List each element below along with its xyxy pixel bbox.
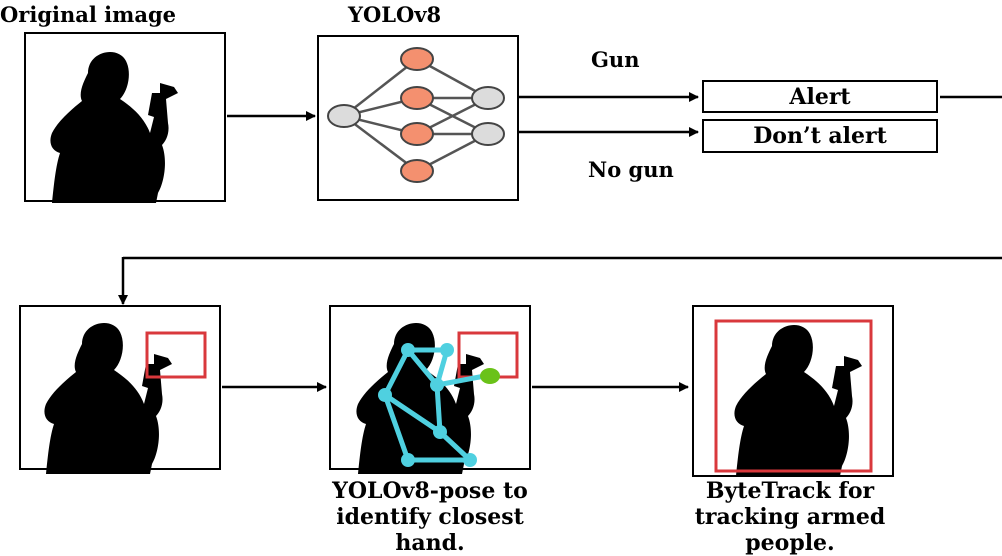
gun-label: Gun: [591, 47, 640, 72]
bytetrack-caption-line-2: tracking armed: [694, 504, 886, 530]
tracking-panel: [692, 305, 894, 477]
yolo-label: YOLOv8: [348, 2, 442, 27]
pose-caption-line-3: hand.: [395, 530, 465, 556]
no-gun-label: No gun: [588, 157, 674, 182]
bytetrack-caption-line-3: people.: [745, 530, 835, 556]
pose-caption-line-1: YOLOv8-pose to: [332, 478, 528, 504]
bytetrack-caption-line-1: ByteTrack for: [705, 478, 875, 504]
dont-alert-box: Don’t alert: [702, 119, 938, 153]
original-image-label: Original image: [0, 2, 177, 27]
pose-caption: YOLOv8-pose to identify closest hand.: [300, 478, 560, 556]
yolo-network-panel: [317, 35, 519, 201]
person-tracking-box: [714, 319, 873, 473]
original-image-panel: [24, 32, 226, 203]
pose-caption-line-2: identify closest: [336, 504, 524, 530]
closest-hand-keypoint: [480, 368, 500, 384]
alert-box: Alert: [702, 80, 938, 113]
gun-bounding-box: [145, 331, 207, 379]
pose-panel: [329, 305, 531, 474]
bytetrack-caption: ByteTrack for tracking armed people.: [660, 478, 920, 556]
gun-detection-panel: [19, 305, 221, 474]
